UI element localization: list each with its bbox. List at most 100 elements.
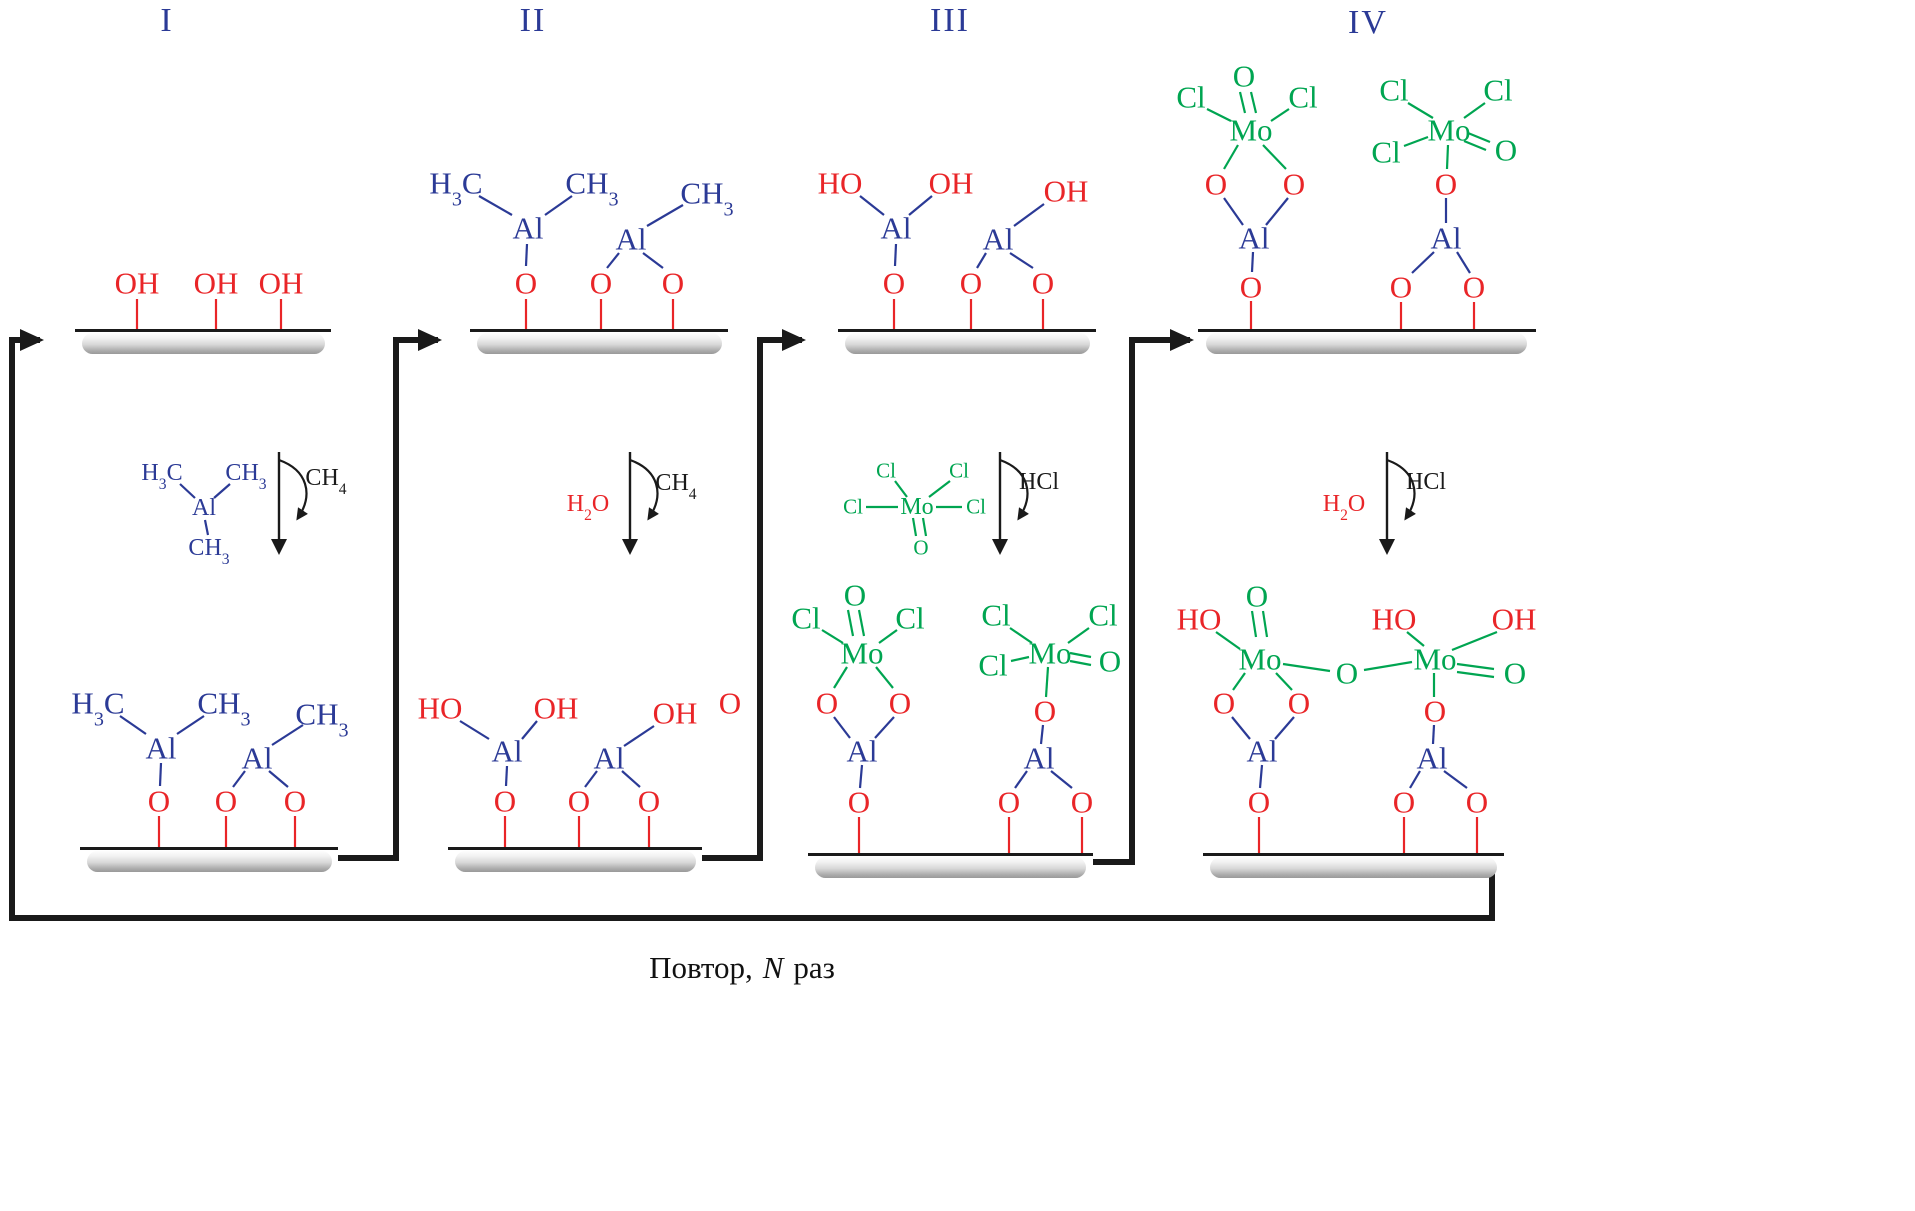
blue-bonds	[119, 195, 1471, 789]
methyl-ch3-label: CH3	[565, 165, 619, 211]
hydroxyl-label: OH	[652, 695, 698, 731]
oxygen-label: O	[997, 784, 1021, 820]
oxygen-label: O	[1494, 132, 1518, 168]
green-bonds	[821, 91, 1498, 698]
chlorine-label: Cl	[1379, 72, 1409, 108]
molybdenum-label: Mo	[900, 494, 934, 520]
oxygen-label: O	[1031, 265, 1055, 301]
chlorine-label: Cl	[876, 458, 896, 483]
methyl-ch3-label: CH3	[225, 460, 267, 494]
oxygen-label: O	[843, 577, 867, 613]
oxygen-label: O	[718, 685, 742, 721]
substrate-bar	[1210, 857, 1497, 878]
molybdenum-label: Mo	[840, 635, 884, 671]
methyl-ch3-label: CH3	[295, 696, 349, 742]
oxygen-label: O	[847, 784, 871, 820]
methyl-h3c-label: H3C	[141, 460, 183, 494]
oxygen-label: O	[1245, 578, 1269, 614]
substrate-surface-line	[808, 853, 1093, 856]
oxygen-label: O	[283, 783, 307, 819]
oxygen-label: O	[1465, 784, 1489, 820]
substrate-bar	[455, 851, 696, 872]
oxygen-label: O	[1423, 693, 1447, 729]
substrate-surface-line	[838, 329, 1096, 332]
chlorine-label: Cl	[1288, 79, 1318, 115]
chlorine-label: Cl	[1371, 134, 1401, 170]
hcl-label: HCl	[1018, 469, 1060, 495]
water-label: H2O	[1322, 491, 1366, 525]
aluminum-label: Al	[615, 221, 647, 257]
hydroxyl-label: OH	[1043, 173, 1089, 209]
oxygen-label: O	[1389, 269, 1413, 305]
chlorine-label: Cl	[1088, 597, 1118, 633]
hydroxyl-ho-label: HO	[817, 165, 863, 201]
substrate-bar	[815, 857, 1086, 878]
oxygen-label: O	[214, 783, 238, 819]
chlorine-label: Cl	[843, 494, 863, 519]
chlorine-label: Cl	[949, 458, 969, 483]
oxygen-label: O	[913, 535, 929, 560]
hydroxyl-label: OH	[114, 265, 160, 301]
oxygen-label: O	[1462, 269, 1486, 305]
methyl-h3c-label: H3C	[71, 685, 125, 731]
water-label: H2O	[566, 491, 610, 525]
molybdenum-label: Mo	[1413, 641, 1457, 677]
aluminum-label: Al	[593, 740, 625, 776]
aluminum-label: Al	[1023, 740, 1055, 776]
oxygen-label: O	[637, 783, 661, 819]
substrate-surface-line	[448, 847, 702, 850]
aluminum-label: Al	[145, 730, 177, 766]
oxygen-label: O	[882, 265, 906, 301]
oxygen-label: O	[815, 685, 839, 721]
methyl-ch3-label: CH3	[197, 685, 251, 731]
chlorine-label: Cl	[1483, 72, 1513, 108]
aluminum-label: Al	[491, 733, 523, 769]
substrate-surface-line	[470, 329, 728, 332]
substrate-surface-line	[1198, 329, 1536, 332]
molybdenum-label: Mo	[1229, 112, 1273, 148]
oxygen-label: O	[959, 265, 983, 301]
aluminum-label: Al	[192, 495, 216, 521]
oxygen-label: O	[1212, 685, 1236, 721]
oxygen-label: O	[1282, 166, 1306, 202]
oxygen-label: O	[661, 265, 685, 301]
substrate-bar	[82, 333, 325, 354]
methyl-ch3-label: CH3	[680, 175, 734, 221]
cycle-loop-arrows	[9, 329, 1495, 921]
substrate-surface-line	[80, 847, 338, 850]
oxygen-label: O	[589, 265, 613, 301]
oxygen-label: O	[1098, 643, 1122, 679]
oxygen-label: O	[1392, 784, 1416, 820]
chlorine-label: Cl	[791, 600, 821, 636]
chlorine-label: Cl	[895, 600, 925, 636]
oxygen-label: O	[147, 783, 171, 819]
aluminum-label: Al	[1430, 220, 1462, 256]
methane-label: CH4	[305, 465, 347, 499]
oxygen-label: O	[888, 685, 912, 721]
red-bonds	[135, 299, 1479, 854]
hcl-label: HCl	[1405, 469, 1447, 495]
reaction-arrows	[271, 452, 1416, 555]
oxygen-label: O	[514, 265, 538, 301]
hydroxyl-ho-label: HO	[417, 690, 463, 726]
hydroxyl-label: OH	[258, 265, 304, 301]
molybdenum-label: Mo	[1238, 641, 1282, 677]
chlorine-label: Cl	[981, 597, 1011, 633]
aluminum-label: Al	[241, 740, 273, 776]
oxygen-label: O	[1070, 784, 1094, 820]
hydroxyl-label: OH	[928, 165, 974, 201]
oxygen-label: O	[1033, 693, 1057, 729]
oxygen-label: O	[1503, 655, 1527, 691]
hydroxyl-label: OH	[533, 690, 579, 726]
aluminum-label: Al	[846, 733, 878, 769]
chlorine-label: Cl	[966, 494, 986, 519]
methane-label: CH4	[655, 470, 697, 504]
molybdenum-label: Mo	[1028, 635, 1072, 671]
aluminum-label: Al	[512, 210, 544, 246]
chlorine-label: Cl	[978, 647, 1008, 683]
hydroxyl-ho-label: HO	[1176, 601, 1222, 637]
aluminum-label: Al	[982, 221, 1014, 257]
molybdenum-label: Mo	[1427, 112, 1471, 148]
